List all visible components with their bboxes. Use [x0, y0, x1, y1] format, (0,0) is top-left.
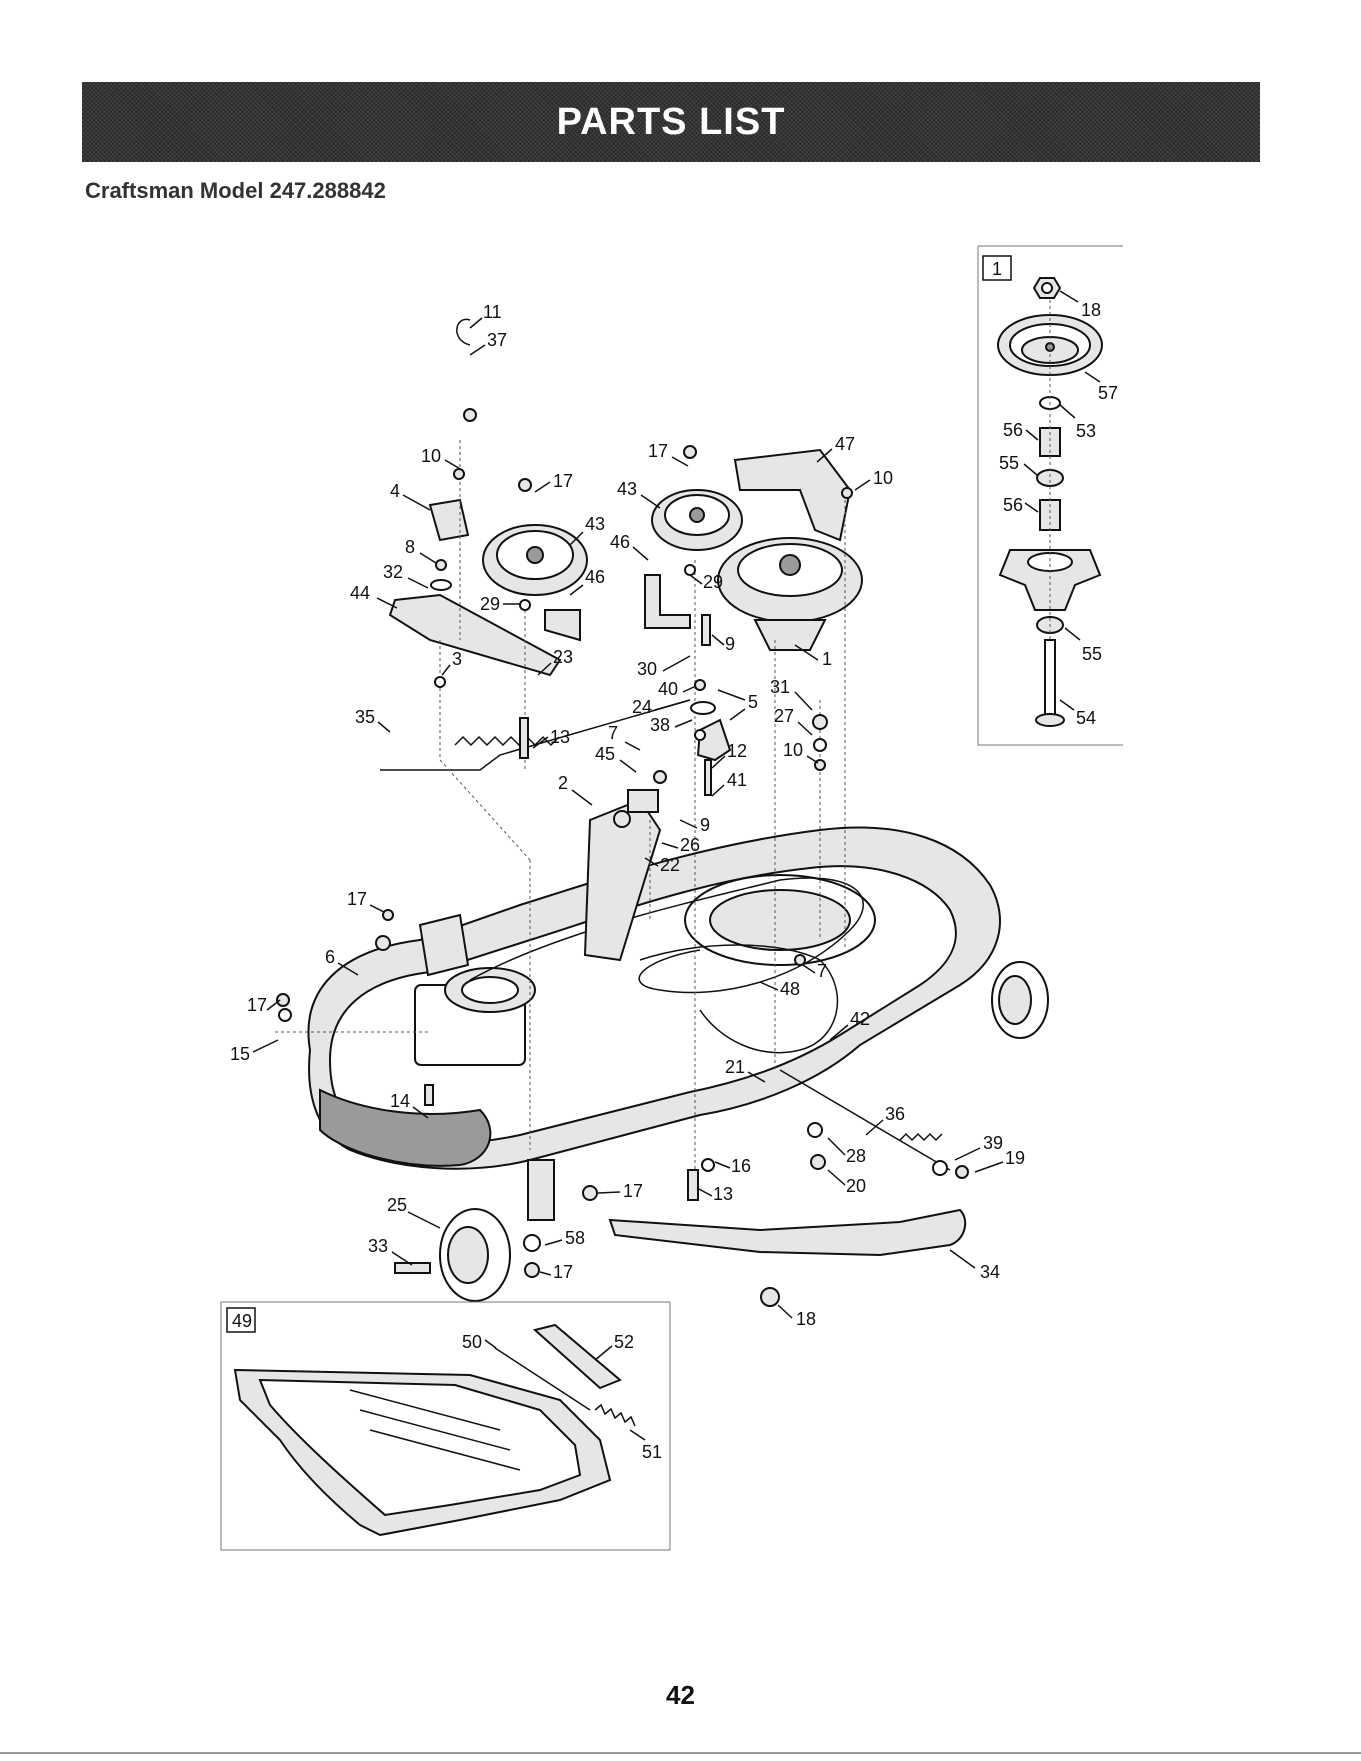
callout-9: 9 [700, 815, 710, 835]
callout-1: 1 [822, 649, 832, 669]
callout-15: 15 [230, 1044, 250, 1064]
callout-17: 17 [553, 1262, 573, 1282]
callout-9: 9 [725, 634, 735, 654]
callout-39: 39 [983, 1133, 1003, 1153]
callout-47: 47 [835, 434, 855, 454]
page-number: 42 [0, 1680, 1361, 1711]
callout-20: 20 [846, 1176, 866, 1196]
callout-13: 13 [713, 1184, 733, 1204]
callout-30: 30 [637, 659, 657, 679]
callout-29: 29 [703, 572, 723, 592]
callout-35: 35 [355, 707, 375, 727]
callout-2: 2 [558, 773, 568, 793]
callout-10: 10 [783, 740, 803, 760]
callout-53: 53 [1076, 421, 1096, 441]
callout-33: 33 [368, 1236, 388, 1256]
callout-7: 7 [608, 723, 618, 743]
callout-57: 57 [1098, 383, 1118, 403]
callout-10: 10 [421, 446, 441, 466]
callout-54: 54 [1076, 708, 1096, 728]
callout-19: 19 [1005, 1148, 1025, 1168]
callout-37: 37 [487, 330, 507, 350]
callout-10: 10 [873, 468, 893, 488]
callout-55: 55 [1082, 644, 1102, 664]
callout-18: 18 [796, 1309, 816, 1329]
callout-26: 26 [680, 835, 700, 855]
callout-24: 24 [632, 697, 652, 717]
callout-17: 17 [623, 1181, 643, 1201]
callout-16: 16 [731, 1156, 751, 1176]
callout-29: 29 [480, 594, 500, 614]
callout-21: 21 [725, 1057, 745, 1077]
callout-45: 45 [595, 744, 615, 764]
callout-56: 56 [1003, 495, 1023, 515]
callout-48: 48 [780, 979, 800, 999]
callout-6: 6 [325, 947, 335, 967]
callout-51: 51 [642, 1442, 662, 1462]
callout-14: 14 [390, 1091, 410, 1111]
callout-44: 44 [350, 583, 370, 603]
callout-8: 8 [405, 537, 415, 557]
callout-12: 12 [727, 741, 747, 761]
mulch-kit-inset: 49 50 52 51 [221, 1302, 670, 1550]
callout-46: 46 [610, 532, 630, 552]
callout-36: 36 [885, 1104, 905, 1124]
callout-46: 46 [585, 567, 605, 587]
callout-7: 7 [817, 961, 827, 981]
callout-40: 40 [658, 679, 678, 699]
callout-13: 13 [550, 727, 570, 747]
callout-55: 55 [999, 453, 1019, 473]
callout-56: 56 [1003, 420, 1023, 440]
mower-deck-assembly [275, 319, 1048, 1306]
callout-3: 3 [452, 649, 462, 669]
callout-34: 34 [980, 1262, 1000, 1282]
callout-42: 42 [850, 1009, 870, 1029]
inset-label-49: 49 [232, 1311, 252, 1331]
callout-32: 32 [383, 562, 403, 582]
callout-4: 4 [390, 481, 400, 501]
callout-17: 17 [247, 995, 267, 1015]
callout-28: 28 [846, 1146, 866, 1166]
callout-38: 38 [650, 715, 670, 735]
callout-17: 17 [347, 889, 367, 909]
footer-rule [0, 1752, 1361, 1754]
callout-25: 25 [387, 1195, 407, 1215]
callout-43: 43 [617, 479, 637, 499]
callout-17: 17 [553, 471, 573, 491]
callout-27: 27 [774, 706, 794, 726]
callout-5: 5 [748, 692, 758, 712]
callout-31: 31 [770, 677, 790, 697]
callout-50: 50 [462, 1332, 482, 1352]
callout-17: 17 [648, 441, 668, 461]
callout-23: 23 [553, 647, 573, 667]
callout-52: 52 [614, 1332, 634, 1352]
spindle-inset: 1 18 57 53 56 55 [978, 246, 1123, 745]
callout-18: 18 [1081, 300, 1101, 320]
callout-41: 41 [727, 770, 747, 790]
callout-43: 43 [585, 514, 605, 534]
callout-11: 11 [483, 302, 502, 322]
callout-22: 22 [660, 855, 680, 875]
callout-58: 58 [565, 1228, 585, 1248]
inset-label-1: 1 [992, 259, 1002, 279]
